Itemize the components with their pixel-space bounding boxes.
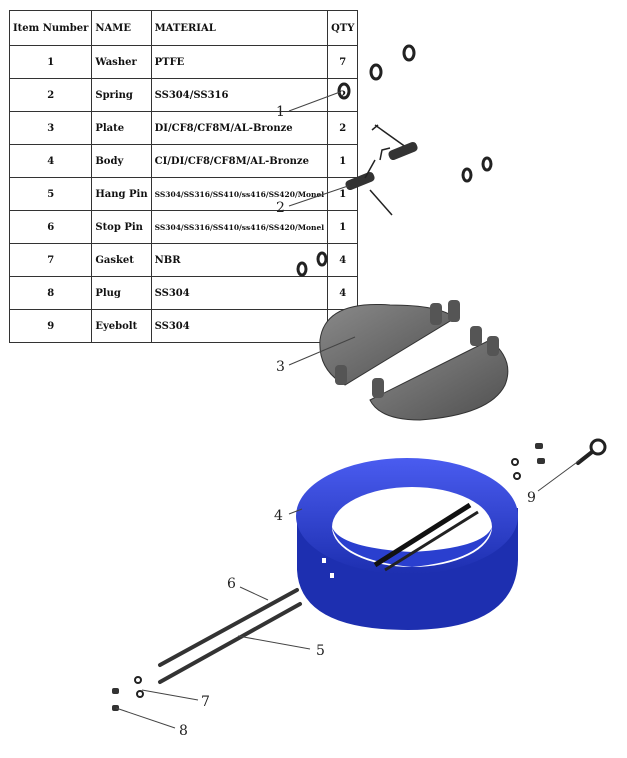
item-name: Plate: [91, 111, 152, 145]
callout-9: 9: [527, 490, 536, 506]
table-row: 5 Hang Pin SS304/SS316/SS410/ss416/SS420…: [8, 177, 359, 211]
gasket: [513, 472, 521, 480]
body-bore-inner-wall: [332, 527, 492, 567]
plate-right: [369, 339, 509, 421]
table-row: 8 Plug SS304 4: [8, 276, 359, 310]
washer: [296, 261, 308, 277]
table-row: 6 Stop Pin SS304/SS316/SS410/ss416/SS420…: [8, 210, 359, 244]
body-bore: [332, 487, 492, 567]
leader-line-5: [237, 635, 311, 650]
item-name: Plug: [91, 276, 152, 310]
washer: [402, 44, 416, 62]
item-number: 5: [8, 177, 93, 211]
small-parts-right: [511, 438, 607, 480]
leader-line-6: [239, 586, 269, 601]
plate-left: [319, 303, 456, 386]
plate-hinge: [430, 303, 442, 325]
callout-3: 3: [276, 359, 285, 375]
washer: [481, 156, 493, 172]
plate-hinge: [372, 378, 384, 398]
washer: [369, 63, 383, 81]
pin-group: [158, 588, 302, 684]
leader-line-2: [288, 185, 349, 207]
plate-hinge: [335, 365, 347, 385]
washer: [461, 167, 473, 183]
plate-hinge: [448, 300, 460, 322]
table-row: 4 Body CI/DI/CF8/CF8M/AL-Bronze 1: [8, 144, 359, 178]
spring-group: [345, 124, 418, 216]
item-material: CI/DI/CF8/CF8M/AL-Bronze: [150, 144, 329, 178]
callout-2: 2: [276, 200, 285, 216]
washer: [337, 82, 351, 100]
item-qty: 4: [327, 276, 359, 310]
item-material: SS304: [150, 276, 329, 310]
eyebolt-shank: [576, 450, 594, 465]
item-qty: 4: [327, 243, 359, 277]
item-number: 6: [8, 210, 93, 244]
body-hole: [322, 558, 326, 563]
callout-6: 6: [227, 576, 236, 592]
item-number: 8: [8, 276, 93, 310]
item-name: Spring: [91, 78, 152, 112]
body-hole: [330, 573, 334, 578]
item-number: 3: [8, 111, 93, 145]
gasket: [136, 690, 144, 698]
item-qty: 2: [327, 111, 359, 145]
item-name: Washer: [91, 45, 152, 79]
plug: [537, 458, 545, 464]
item-number: 9: [8, 309, 93, 343]
item-name: Gasket: [91, 243, 152, 277]
leader-line-9: [537, 459, 581, 492]
gasket: [511, 458, 519, 466]
callout-1: 1: [276, 104, 285, 120]
item-number: 1: [8, 45, 93, 79]
eyebolt-ring: [589, 438, 607, 456]
stop-pin: [158, 588, 299, 667]
body-stop-bar: [384, 510, 479, 572]
leader-line-7: [141, 689, 199, 701]
plug: [112, 705, 119, 711]
item-number: 4: [8, 144, 93, 178]
gasket: [134, 676, 142, 684]
spring-coil: [388, 141, 418, 161]
hang-pin: [158, 602, 302, 684]
body-stop-bar: [373, 502, 472, 568]
washer: [316, 251, 328, 267]
spring-wire: [379, 147, 391, 161]
plug: [112, 688, 119, 694]
plate-hinge: [487, 336, 499, 356]
callout-7: 7: [201, 694, 210, 710]
callout-5: 5: [316, 643, 325, 659]
item-material: SS304/SS316/SS410/ss416/SS420/Monel: [150, 210, 329, 244]
valve-body: [296, 458, 518, 630]
leader-lines: [115, 91, 581, 729]
small-parts-left: [112, 676, 144, 711]
leader-line-3: [288, 336, 356, 366]
item-name: Body: [91, 144, 152, 178]
item-qty: 1: [327, 144, 359, 178]
plate-group: [319, 300, 509, 421]
leader-line-8: [115, 707, 176, 729]
item-name: Stop Pin: [91, 210, 152, 244]
leader-line-4: [288, 508, 303, 515]
item-name: Eyebolt: [91, 309, 152, 343]
callout-4: 4: [274, 508, 283, 524]
callout-labels: 1 2 3 4 5 6 7 8 9: [179, 104, 536, 739]
callout-8: 8: [179, 723, 188, 739]
plug: [535, 443, 543, 449]
washer-group: [296, 44, 493, 277]
item-name: Hang Pin: [91, 177, 152, 211]
spring-coil: [345, 171, 375, 191]
table-row: 3 Plate DI/CF8/CF8M/AL-Bronze 2: [8, 111, 359, 145]
table-row: 2 Spring SS304/SS316 2: [8, 78, 359, 112]
plate-hinge: [470, 326, 482, 346]
leader-line-1: [288, 91, 341, 112]
spring-wire: [364, 159, 393, 216]
